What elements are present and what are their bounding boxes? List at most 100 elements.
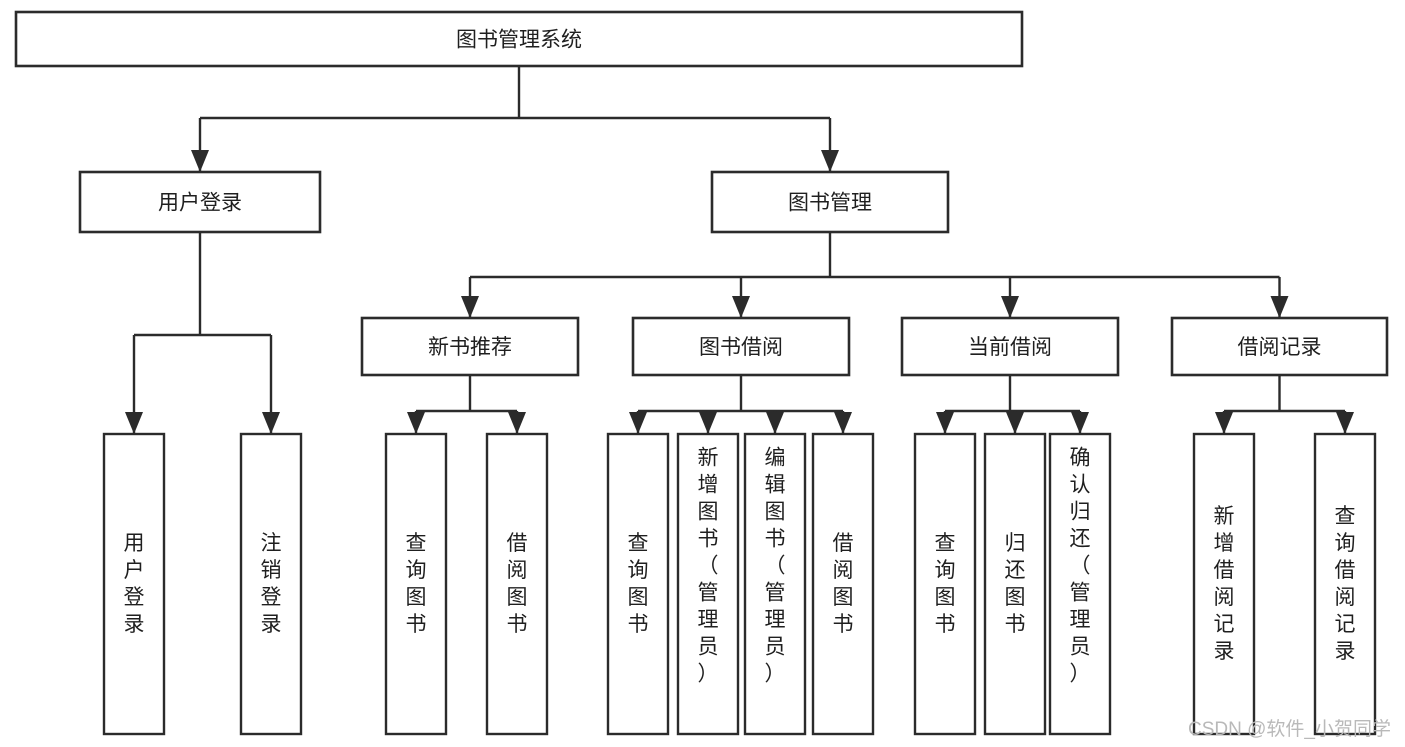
node-label-recommend-query-book: 查 <box>406 532 427 555</box>
node-label-borrow-edit-book: （ <box>765 555 786 578</box>
node-box-borrow-borrow-book <box>811 432 875 736</box>
node-label-current-confirm-return: 还 <box>1070 528 1091 551</box>
node-label-record-add: 新 <box>1214 505 1235 528</box>
node-label-borrow-edit-book: 辑 <box>765 474 786 497</box>
node-label-borrow-edit-book: 编 <box>765 447 786 470</box>
node-label-record-add: 增 <box>1214 532 1235 555</box>
node-label-borrow-add-book: 书 <box>698 528 719 551</box>
node-label-user-logout-leaf: 销 <box>261 559 282 582</box>
node-label-recommend-borrow-book: 图 <box>507 586 528 609</box>
node-label-current-confirm-return: 员 <box>1070 636 1091 659</box>
node-label-current-confirm-return: ） <box>1070 663 1091 686</box>
node-label-current-query-book: 查 <box>935 532 956 555</box>
node-label-record-add: 阅 <box>1214 586 1235 609</box>
node-layer: 图书管理系统用户登录用户登录注销登录图书管理新书推荐查询图书借阅图书图书借阅查询… <box>14 10 1389 736</box>
node-label-borrow-borrow-book: 图 <box>833 586 854 609</box>
arrow-head-icon <box>1215 412 1233 434</box>
node-new-book-recommend[interactable]: 新书推荐 <box>360 316 580 377</box>
node-box-borrow-add-book <box>676 432 740 736</box>
node-borrow-record[interactable]: 借阅记录 <box>1170 316 1389 377</box>
node-box-recommend-query-book <box>384 432 448 736</box>
node-label-user-logout-leaf: 录 <box>261 613 282 636</box>
node-label-user-login: 用户登录 <box>158 192 242 215</box>
node-label-borrow-borrow-book: 借 <box>833 532 854 555</box>
node-box-current-return-book <box>983 432 1047 736</box>
node-label-new-book-recommend: 新书推荐 <box>428 336 512 359</box>
node-label-borrow-query-book: 查 <box>628 532 649 555</box>
node-label-current-query-book: 图 <box>935 586 956 609</box>
node-label-current-borrow: 当前借阅 <box>968 336 1052 359</box>
node-label-record-query: 询 <box>1335 532 1356 555</box>
arrow-head-icon <box>766 412 784 434</box>
node-label-record-add: 借 <box>1214 559 1235 582</box>
node-user-login-leaf[interactable]: 用户登录 <box>102 432 166 736</box>
node-label-borrow-edit-book: 理 <box>765 609 786 632</box>
node-box-current-borrow <box>900 316 1120 377</box>
node-box-current-confirm-return <box>1048 432 1112 736</box>
node-user-login[interactable]: 用户登录 <box>78 170 322 234</box>
node-label-user-login-leaf: 户 <box>124 559 145 582</box>
node-label-current-confirm-return: 归 <box>1070 501 1091 524</box>
node-box-user-login <box>78 170 322 234</box>
connector-layer <box>125 66 1354 434</box>
node-box-current-query-book <box>913 432 977 736</box>
node-label-recommend-query-book: 书 <box>406 613 427 636</box>
node-label-recommend-borrow-book: 书 <box>507 613 528 636</box>
node-box-record-add <box>1192 432 1256 736</box>
node-label-borrow-add-book: （ <box>698 555 719 578</box>
node-box-new-book-recommend <box>360 316 580 377</box>
node-label-record-query: 录 <box>1335 640 1356 663</box>
node-label-current-confirm-return: 理 <box>1070 609 1091 632</box>
node-box-borrow-query-book <box>606 432 670 736</box>
node-box-user-logout-leaf <box>239 432 303 736</box>
node-label-borrow-query-book: 图 <box>628 586 649 609</box>
node-label-root: 图书管理系统 <box>456 29 582 52</box>
node-label-borrow-add-book: 增 <box>698 474 719 497</box>
arrow-head-icon <box>1001 296 1019 318</box>
node-root[interactable]: 图书管理系统 <box>14 10 1024 68</box>
node-label-borrow-record: 借阅记录 <box>1238 336 1322 359</box>
node-label-current-return-book: 还 <box>1005 559 1026 582</box>
node-label-borrow-add-book: 员 <box>698 636 719 659</box>
node-label-record-query: 借 <box>1335 559 1356 582</box>
node-book-borrow[interactable]: 图书借阅 <box>631 316 851 377</box>
node-label-current-confirm-return: （ <box>1070 555 1091 578</box>
arrow-head-icon <box>407 412 425 434</box>
arrow-head-icon <box>262 412 280 434</box>
arrow-head-icon <box>629 412 647 434</box>
node-book-manage[interactable]: 图书管理 <box>710 170 950 234</box>
node-label-recommend-query-book: 询 <box>406 559 427 582</box>
node-label-borrow-query-book: 书 <box>628 613 649 636</box>
node-label-user-login-leaf: 录 <box>124 613 145 636</box>
node-box-borrow-edit-book <box>743 432 807 736</box>
node-current-borrow[interactable]: 当前借阅 <box>900 316 1120 377</box>
node-label-borrow-edit-book: 图 <box>765 501 786 524</box>
arrow-head-icon <box>834 412 852 434</box>
arrow-head-icon <box>1270 296 1289 318</box>
node-label-borrow-add-book: ） <box>698 663 719 686</box>
node-label-recommend-query-book: 图 <box>406 586 427 609</box>
arrow-head-icon <box>191 150 209 172</box>
node-box-recommend-borrow-book <box>485 432 549 736</box>
node-label-borrow-borrow-book: 阅 <box>833 559 854 582</box>
node-label-book-manage: 图书管理 <box>788 192 872 215</box>
arrow-head-icon <box>125 412 143 434</box>
node-label-record-query: 记 <box>1335 613 1356 636</box>
node-label-user-logout-leaf: 登 <box>261 586 282 609</box>
arrow-head-icon <box>732 296 750 318</box>
node-label-record-query: 查 <box>1335 505 1356 528</box>
node-label-current-return-book: 归 <box>1005 532 1026 555</box>
node-box-record-query <box>1313 432 1377 736</box>
